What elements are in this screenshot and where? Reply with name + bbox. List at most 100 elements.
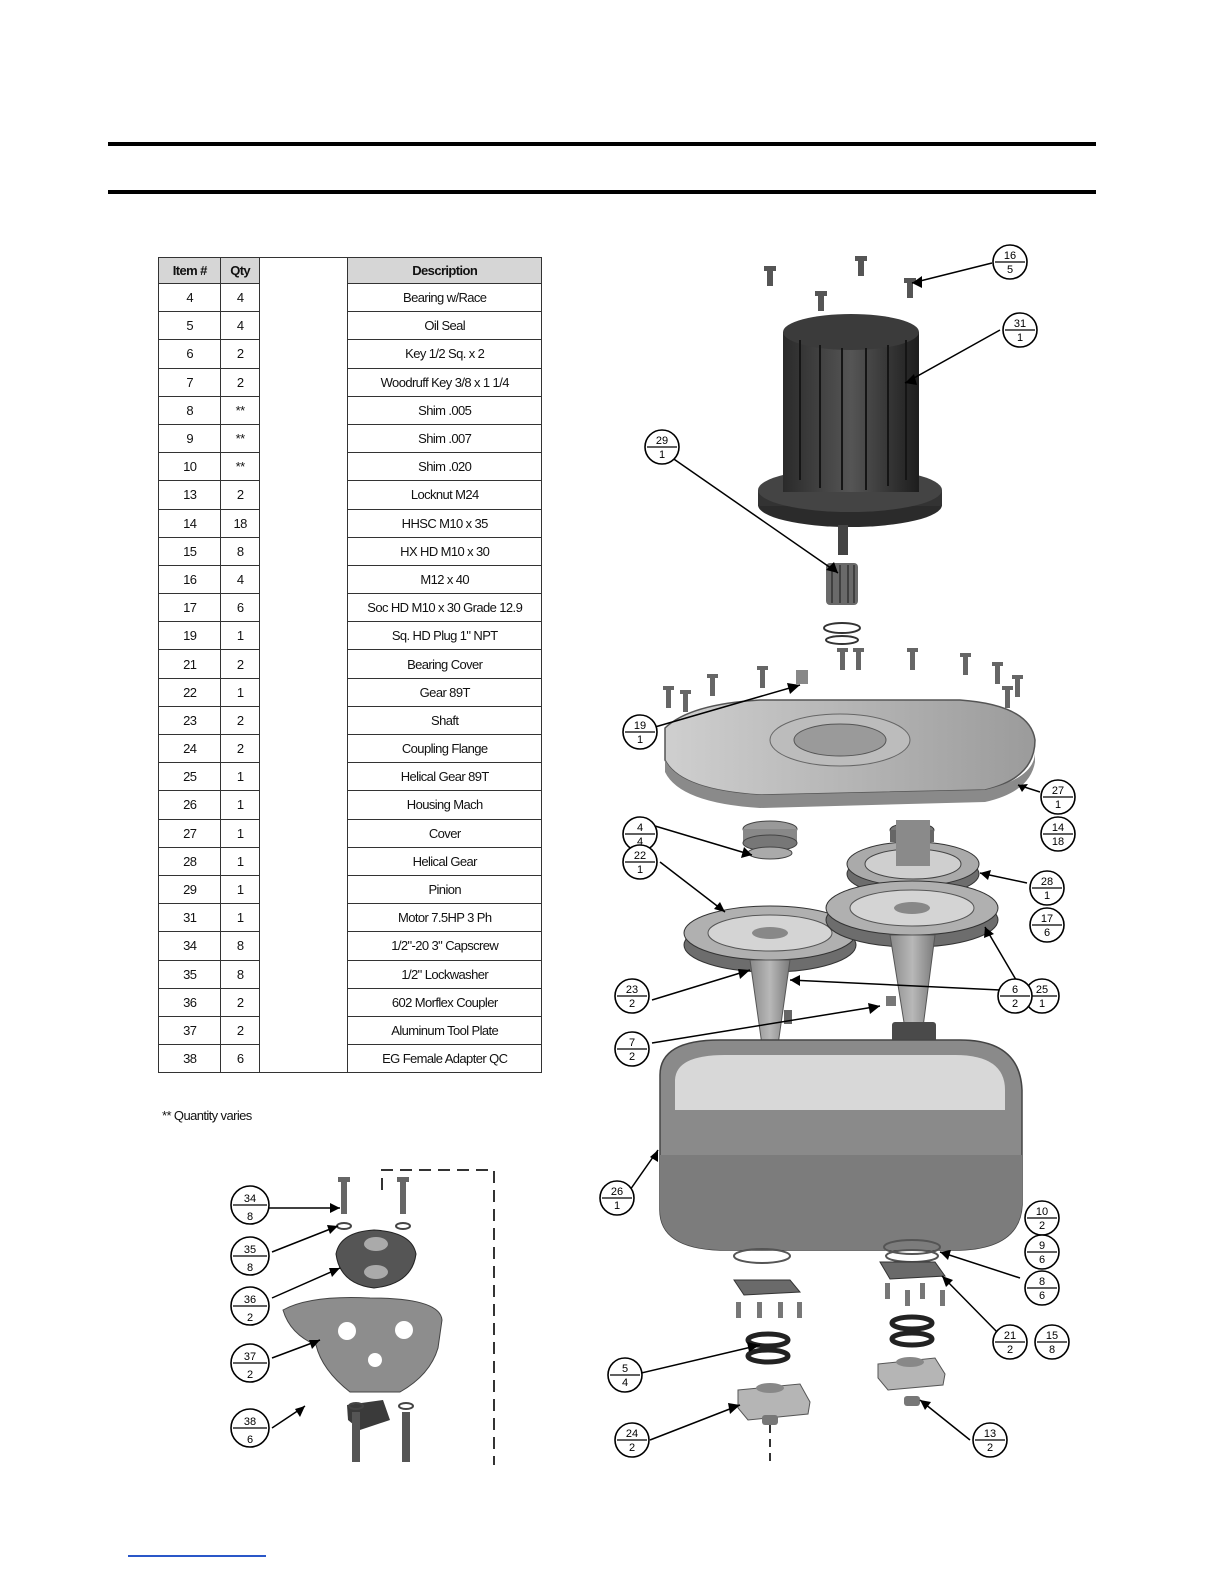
callout-qty: 1: [1044, 890, 1050, 902]
blank-cell: [258, 931, 349, 960]
callout-item-number: 24: [626, 1428, 638, 1440]
item-number-cell: 6: [157, 339, 222, 369]
qty-cell: 2: [220, 649, 260, 679]
description-cell: EG Female Adapter QC: [347, 1044, 542, 1074]
blank-cell: [258, 762, 349, 791]
callout-item-number: 26: [611, 1186, 623, 1198]
callout-qty: 2: [247, 1369, 253, 1381]
column-header-description: Description: [347, 257, 542, 284]
callout-item-number: 38: [244, 1416, 256, 1428]
column-header-blank: [258, 257, 349, 284]
callout-item-number: 28: [1041, 876, 1053, 888]
qty-cell: 2: [220, 1015, 260, 1046]
helical-gear-25: [825, 880, 999, 948]
item-number-cell: 17: [157, 593, 222, 623]
quantity-footnote: ** Quantity varies: [162, 1108, 252, 1123]
blank-cell: [258, 480, 349, 509]
qty-cell: 1: [220, 874, 260, 905]
callout-balloon-15: 158: [1034, 1324, 1070, 1360]
gear-22: [683, 905, 857, 973]
description-cell: 602 Morflex Coupler: [347, 987, 542, 1017]
qty-cell: 4: [220, 282, 260, 313]
item-number-cell: 9: [157, 423, 222, 454]
callout-qty: 6: [1044, 927, 1050, 939]
callout-qty: 6: [1039, 1290, 1045, 1302]
qty-cell: 4: [220, 564, 260, 595]
callout-leaders: [268, 262, 1041, 1441]
callout-balloon-7: 72: [614, 1031, 650, 1067]
description-cell: Woodruff Key 3/8 x 1 1/4: [347, 367, 542, 397]
qty-cell: 18: [220, 508, 260, 538]
coupling-flanges: [737, 1357, 946, 1425]
qty-cell: 2: [220, 987, 260, 1017]
callout-item-number: 8: [1039, 1276, 1045, 1288]
qty-cell: **: [220, 395, 260, 425]
description-cell: Locknut M24: [347, 480, 542, 510]
callout-qty: 5: [1007, 264, 1013, 276]
description-cell: Shaft: [347, 705, 542, 736]
callout-item-number: 37: [244, 1351, 256, 1363]
blank-cell: [258, 819, 349, 848]
item-number-cell: 15: [157, 536, 222, 566]
qty-cell: 2: [220, 733, 260, 764]
callout-balloon-10: 102: [1024, 1200, 1060, 1236]
item-number-cell: 37: [157, 1015, 222, 1046]
callout-qty: 2: [629, 998, 635, 1010]
footer-link-underline[interactable]: [128, 1555, 266, 1557]
description-cell: Soc HD M10 x 30 Grade 12.9: [347, 593, 542, 623]
item-number-cell: 36: [157, 987, 222, 1017]
cover-screws: [663, 648, 1023, 712]
oil-seals: [745, 1314, 935, 1365]
callout-item-number: 25: [1036, 984, 1048, 996]
callout-balloon-19: 191: [622, 714, 658, 750]
callout-balloons: 1653112911912711418442212811762512326272…: [230, 244, 1076, 1458]
housing: [659, 1039, 1023, 1251]
callout-balloon-24: 242: [614, 1422, 650, 1458]
callout-qty: 18: [1052, 836, 1064, 848]
qty-cell: 8: [220, 536, 260, 566]
callout-item-number: 9: [1039, 1240, 1045, 1252]
item-number-cell: 23: [157, 705, 222, 736]
motor-mount-screws: [764, 256, 916, 311]
qty-cell: 1: [220, 818, 260, 848]
description-cell: Motor 7.5HP 3 Ph: [347, 903, 542, 933]
callout-qty: 6: [247, 1434, 253, 1446]
blank-cell: [258, 1016, 349, 1045]
callout-item-number: 15: [1046, 1330, 1058, 1342]
callout-item-number: 6: [1012, 984, 1018, 996]
callout-qty: 8: [1049, 1344, 1055, 1356]
callout-balloon-6: 62: [997, 978, 1033, 1014]
blank-cell: [258, 1044, 349, 1074]
description-cell: HHSC M10 x 35: [347, 508, 542, 538]
description-cell: Housing Mach: [347, 790, 542, 820]
header-rule-top: [108, 142, 1096, 146]
callout-item-number: 7: [629, 1037, 635, 1049]
callout-balloon-8: 86: [1024, 1270, 1060, 1306]
callout-qty: 2: [1039, 1220, 1045, 1232]
callout-item-number: 22: [634, 850, 646, 862]
item-number-cell: 5: [157, 311, 222, 341]
item-number-cell: 19: [157, 621, 222, 651]
qty-cell: 1: [220, 903, 260, 933]
housing-cover: [664, 699, 1036, 808]
callout-balloon-22: 221: [622, 844, 658, 880]
callout-item-number: 31: [1014, 318, 1026, 330]
blank-cell: [258, 339, 349, 369]
callout-qty: 2: [987, 1442, 993, 1454]
blank-cell: [258, 593, 349, 622]
callout-item-number: 27: [1052, 785, 1064, 797]
